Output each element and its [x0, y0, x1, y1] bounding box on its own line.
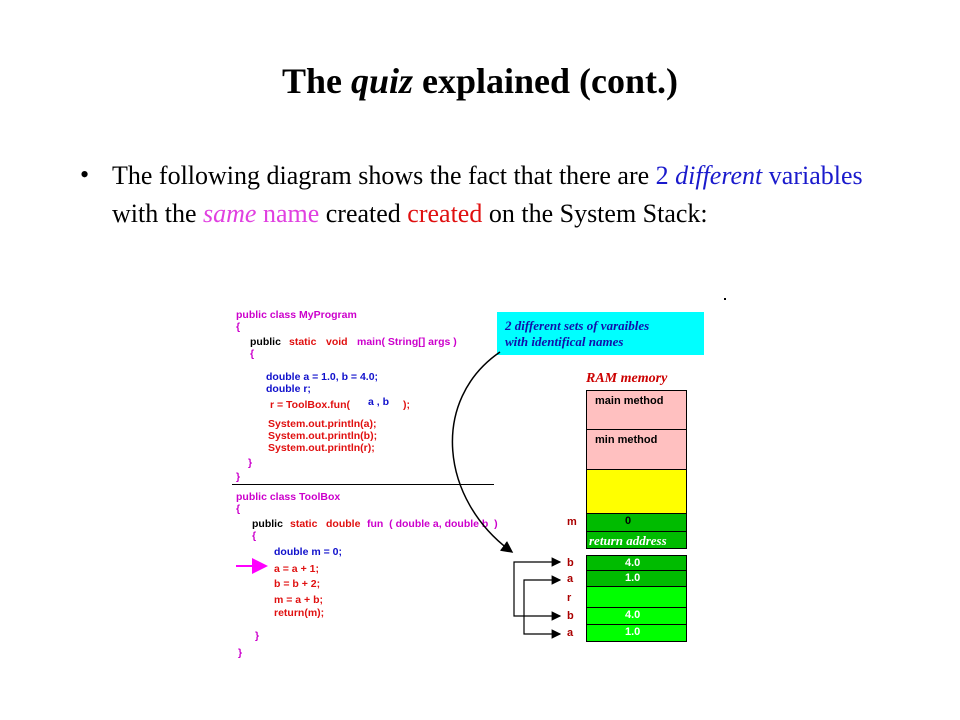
code-line: a , b [368, 396, 390, 408]
ram-main-method-block: main method [586, 390, 687, 430]
ram-label-r: r [567, 592, 572, 604]
ram-block-label: main method [595, 395, 664, 407]
bullet-point: • [80, 160, 90, 189]
code-line: m = a + b; [274, 594, 324, 606]
ram-return-label: return address [589, 533, 667, 548]
title-prefix: The [281, 61, 351, 101]
text-segment: 2 [655, 161, 669, 190]
ram-label-m: m [567, 516, 577, 528]
link-line-b2 [513, 600, 562, 621]
ram-cell-a2: 1.0 [586, 624, 687, 642]
ram-cell-value: 1.0 [625, 626, 641, 638]
slide-title: The quiz explained (cont.) [0, 60, 960, 102]
code-brace: } [248, 457, 253, 469]
link-arrow-b [513, 557, 562, 600]
ram-cell-return: return address [586, 531, 687, 549]
code-brace: } [236, 471, 241, 483]
ram-label-a: a [567, 627, 574, 639]
code-keyword: double [326, 518, 361, 530]
code-line: b = b + 2; [274, 578, 321, 590]
code-keyword: public [252, 518, 283, 530]
code-brace: } [255, 630, 260, 642]
code-brace: { [252, 530, 257, 542]
ram-min-method-block: min method [586, 429, 687, 470]
text-segment: variables [762, 161, 863, 190]
ram-label-b: b [567, 557, 574, 569]
ram-cell-b2: 4.0 [586, 607, 687, 625]
link-arrow-a [523, 575, 562, 616]
code-line: return(m); [274, 607, 325, 619]
code-line: double m = 0; [274, 546, 342, 558]
code-divider [232, 484, 494, 485]
code-myprogram-class: public class MyProgram [236, 309, 357, 321]
code-line: System.out.println(b); [268, 430, 378, 442]
code-line: a = a + 1; [274, 563, 319, 575]
code-brace: { [236, 321, 241, 333]
ram-cell-m: 0 [586, 513, 687, 532]
code-keyword: static [289, 336, 317, 348]
text-segment: created [407, 199, 483, 228]
text-segment: with the [112, 199, 203, 228]
title-italic-word: quiz [350, 61, 414, 101]
bullet-text: The following diagram shows the fact tha… [112, 157, 872, 233]
code-line: double a = 1.0, b = 4.0; [266, 371, 379, 383]
code-line: System.out.println(a); [268, 418, 377, 430]
code-brace: { [250, 348, 255, 360]
callout-line: with identifical names [505, 334, 624, 349]
code-line: System.out.println(r); [268, 442, 375, 454]
code-line: double r; [266, 383, 311, 395]
code-brace: { [236, 503, 241, 515]
ram-cell-value: 0 [625, 515, 632, 527]
callout-arrow [451, 351, 514, 553]
ram-cell-value: 4.0 [625, 609, 641, 621]
ram-block-label: min method [595, 434, 658, 446]
callout-line: 2 different sets of varaibles [505, 318, 650, 333]
ram-label-b: b [567, 610, 574, 622]
code-fun-signature: fun ( double a, double b ) [367, 518, 498, 530]
code-main-signature: main( String[] args ) [357, 336, 457, 348]
ram-cell-a1: 1.0 [586, 570, 687, 587]
ram-title: RAM memory [586, 371, 668, 386]
text-segment: name [256, 199, 320, 228]
code-keyword: static [290, 518, 318, 530]
callout-box: 2 different sets of varaibles with ident… [497, 312, 704, 355]
code-toolbox-class: public class ToolBox [236, 491, 341, 503]
text-segment: same [203, 199, 257, 228]
text-segment: different [675, 161, 763, 190]
title-suffix: explained (cont.) [413, 61, 679, 101]
stray-dot [724, 298, 726, 300]
ram-label-a: a [567, 573, 574, 585]
text-segment: The following diagram shows the fact tha… [112, 161, 656, 190]
text-segment: on the System Stack: [482, 199, 708, 228]
code-line: ); [403, 399, 410, 411]
code-keyword: public [250, 336, 281, 348]
code-brace: } [238, 647, 243, 659]
ram-cell-value: 4.0 [625, 557, 641, 569]
text-segment: created [319, 199, 408, 228]
code-line: r = ToolBox.fun( [270, 399, 351, 411]
link-line-a2 [523, 616, 562, 639]
ram-cell-value: 1.0 [625, 572, 641, 584]
code-keyword: void [326, 336, 348, 348]
